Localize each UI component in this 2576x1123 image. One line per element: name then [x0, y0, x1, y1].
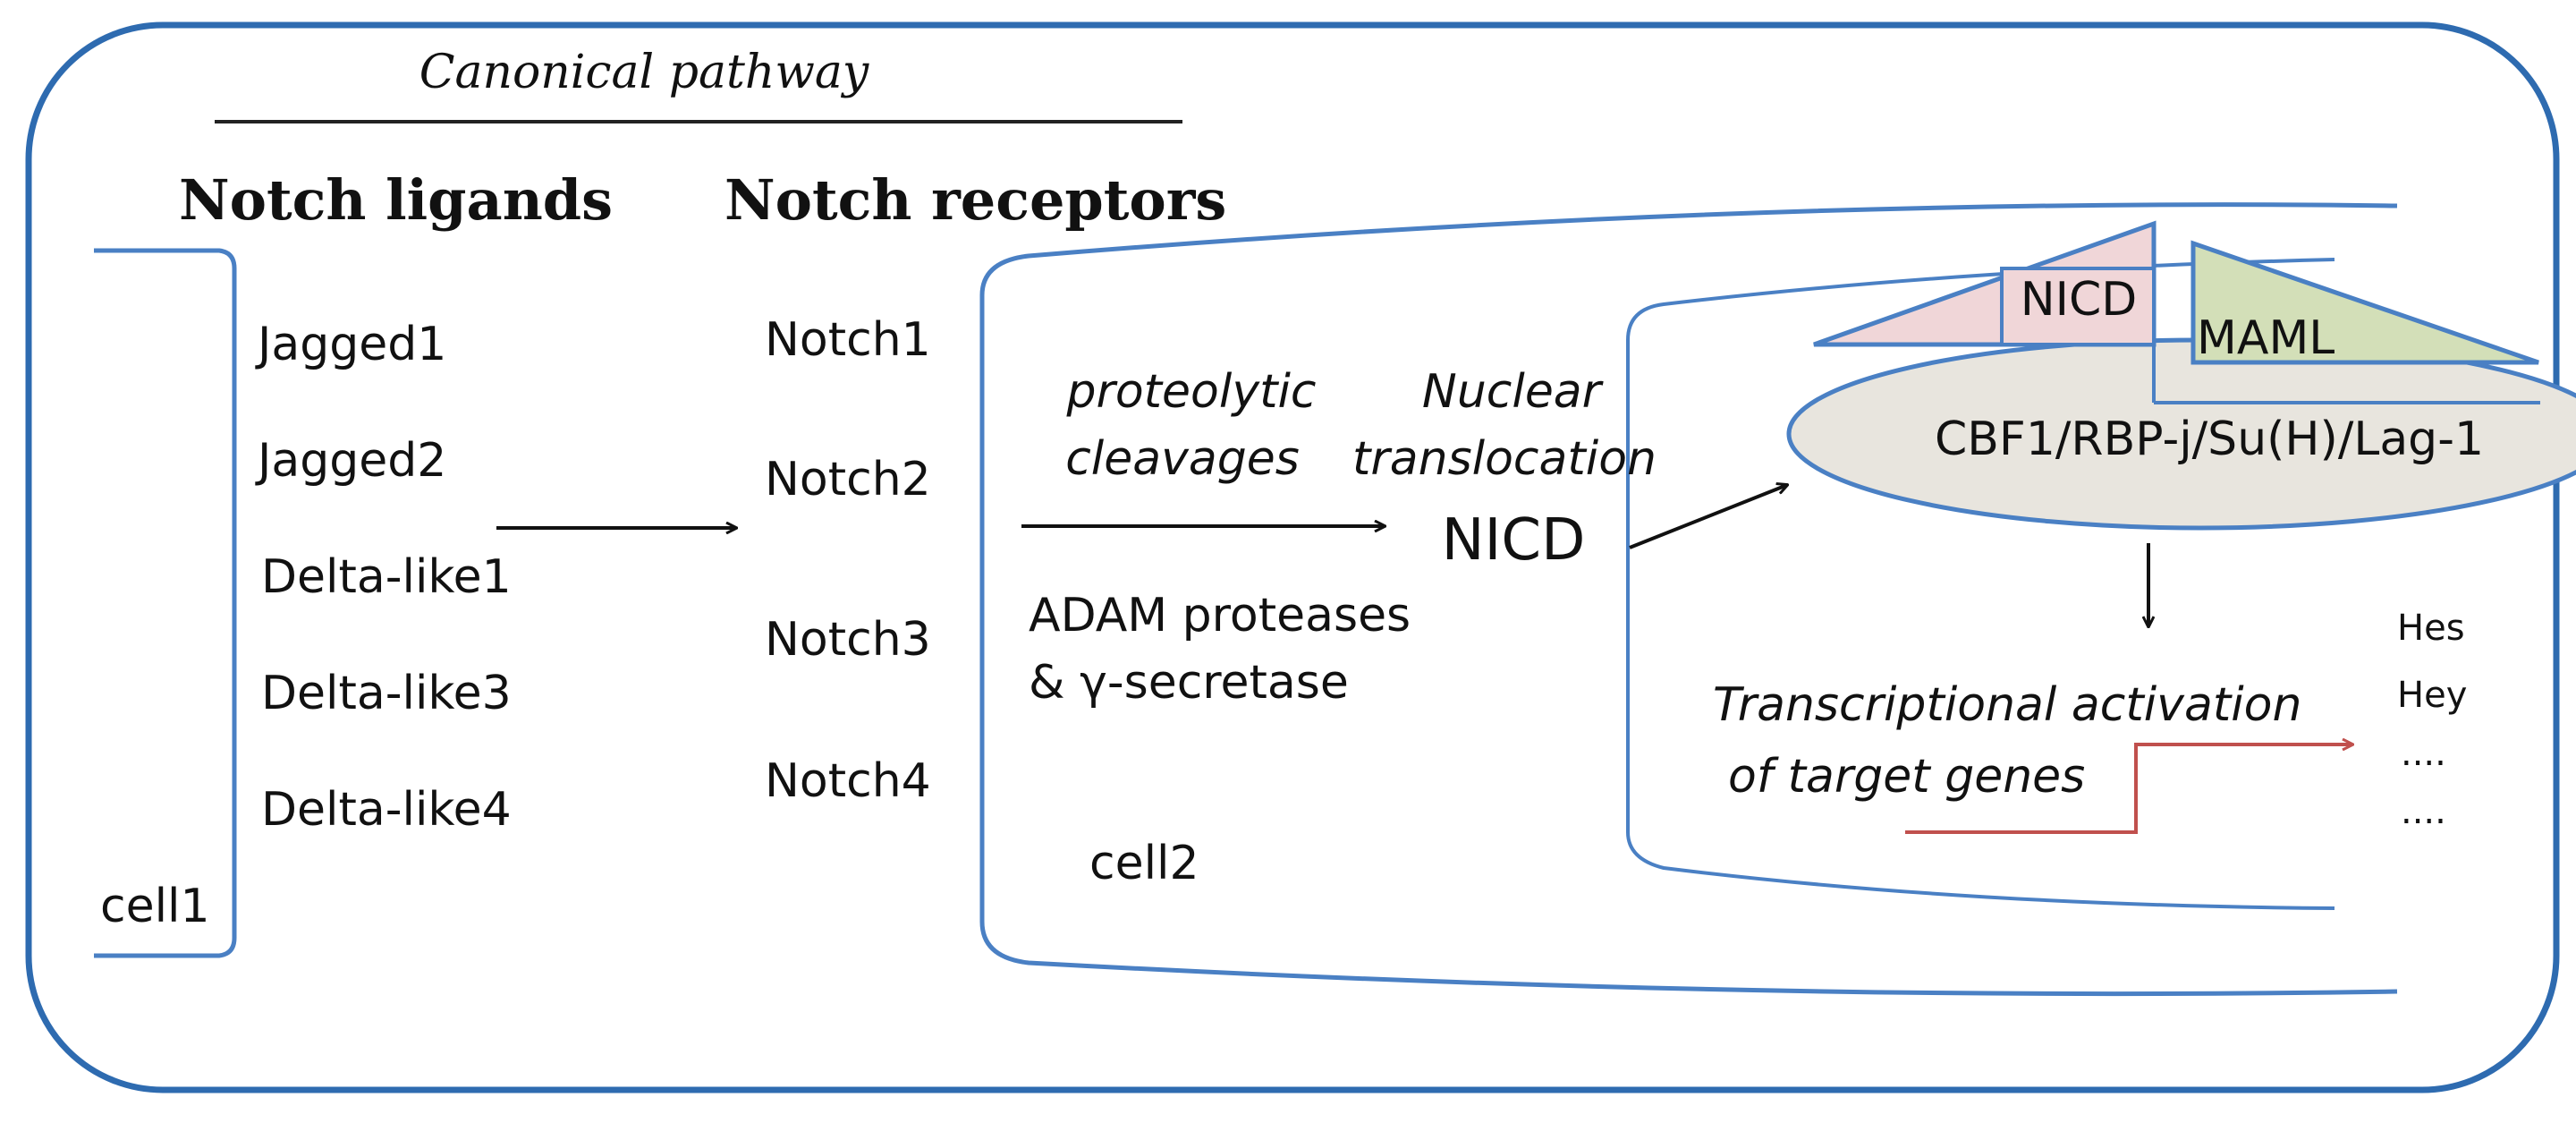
cell2-membrane — [979, 202, 2398, 997]
complex-nicd-label: NICD — [2021, 273, 2138, 327]
cleavage-label-line1: proteolytic — [1065, 365, 1316, 419]
target-more-2: .... — [2401, 791, 2446, 832]
ligand-delta-like1: Delta-like1 — [261, 550, 512, 604]
target-hes: Hes — [2397, 608, 2465, 649]
ligand-jagged2: Jagged2 — [255, 434, 446, 488]
translocation-arrow — [1629, 485, 1787, 549]
ligands-title: Notch ligands — [179, 167, 613, 233]
nuclear-label-line1: Nuclear — [1422, 365, 1605, 419]
target-more-1: .... — [2401, 733, 2446, 774]
activation-line2: of target genes — [1728, 750, 2085, 804]
complex-maml-label: MAML — [2197, 311, 2334, 365]
receptor-notch4: Notch4 — [765, 754, 931, 808]
ligand-delta-like3: Delta-like3 — [261, 667, 512, 720]
cell1-label: cell1 — [100, 880, 210, 933]
ligand-jagged1: Jagged1 — [255, 318, 446, 371]
pathway-title: Canonical pathway — [419, 46, 869, 99]
activation-line1: Transcriptional activation — [1713, 678, 2301, 732]
receptors-title: Notch receptors — [724, 167, 1226, 233]
cell1-membrane — [94, 248, 237, 958]
target-gene-arrow — [1905, 744, 2352, 834]
receptor-notch1: Notch1 — [765, 313, 931, 367]
cell2-label: cell2 — [1089, 837, 1199, 890]
nicd-box — [2000, 267, 2156, 346]
nuclear-label-line2: translocation — [1352, 432, 1657, 486]
cleavage-label-line2: cleavages — [1065, 432, 1300, 486]
target-hey: Hey — [2397, 675, 2467, 716]
receptor-notch2: Notch2 — [765, 453, 931, 506]
receptor-notch3: Notch3 — [765, 613, 931, 667]
complex-csl-label: CBF1/RBP-j/Su(H)/Lag-1 — [1935, 413, 2484, 466]
proteases-line2: & γ-secretase — [1029, 656, 1349, 710]
outer-frame — [25, 21, 2560, 1093]
nicd-label: NICD — [1442, 507, 1586, 574]
proteases-line1: ADAM proteases — [1029, 589, 1411, 642]
maml-triangle — [2190, 240, 2539, 365]
ligand-delta-like4: Delta-like4 — [261, 783, 512, 837]
